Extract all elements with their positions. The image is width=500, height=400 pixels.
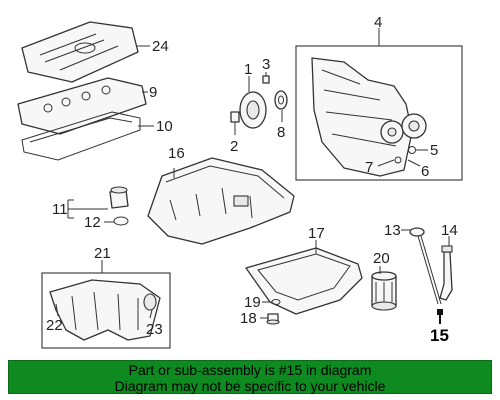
intake-manifold-part [49, 279, 161, 341]
engine-cover-part [21, 21, 139, 83]
drain-plug-part [266, 313, 280, 325]
info-banner: Part or sub-assembly is #15 in diagram D… [8, 360, 492, 394]
oil-seal-part [274, 90, 288, 110]
small-bolt-part [262, 75, 270, 84]
label-10: 10 [156, 118, 173, 135]
banner-line-2: Diagram may not be specific to your vehi… [114, 378, 386, 394]
label-23: 23 [146, 321, 163, 338]
label-12: 12 [84, 214, 101, 231]
label-6: 6 [421, 163, 429, 180]
valve-cover-part [17, 77, 147, 135]
label-14: 14 [441, 222, 458, 239]
label-15: 15 [430, 326, 449, 345]
o-ring-part-15 [437, 309, 443, 324]
label-4: 4 [374, 14, 382, 31]
label-2: 2 [230, 138, 238, 155]
oil-pan-part [245, 247, 363, 315]
pulley-bolt-part [230, 111, 240, 130]
label-17: 17 [308, 225, 325, 242]
label-8: 8 [277, 124, 285, 141]
oil-pump-part [380, 113, 427, 144]
label-21: 21 [94, 245, 111, 262]
oil-pan-upper-part [147, 157, 295, 245]
label-13: 13 [384, 222, 401, 239]
label-24: 24 [152, 38, 169, 55]
dipstick-guide-part [439, 245, 453, 301]
oil-dipstick-part [409, 227, 442, 305]
label-20: 20 [373, 250, 390, 267]
label-5: 5 [430, 142, 438, 159]
label-22: 22 [46, 317, 63, 334]
oil-filter-part [371, 271, 397, 311]
label-1: 1 [244, 61, 252, 78]
banner-line-1: Part or sub-assembly is #15 in diagram [128, 362, 372, 378]
label-16: 16 [168, 145, 185, 162]
valve-cover-gasket-part [21, 111, 141, 161]
label-19: 19 [244, 294, 261, 311]
timing-chain-cover-part [311, 57, 413, 177]
crankshaft-pulley-part [239, 91, 267, 129]
seal-washer-part [394, 146, 416, 164]
cap-gasket-part [113, 216, 129, 226]
label-3: 3 [262, 56, 270, 73]
label-18: 18 [240, 310, 257, 327]
label-11: 11 [52, 201, 68, 218]
intake-manifold-box [41, 272, 171, 349]
label-7: 7 [365, 159, 373, 176]
oil-filler-cap-part [109, 186, 129, 209]
label-9: 9 [149, 84, 157, 101]
